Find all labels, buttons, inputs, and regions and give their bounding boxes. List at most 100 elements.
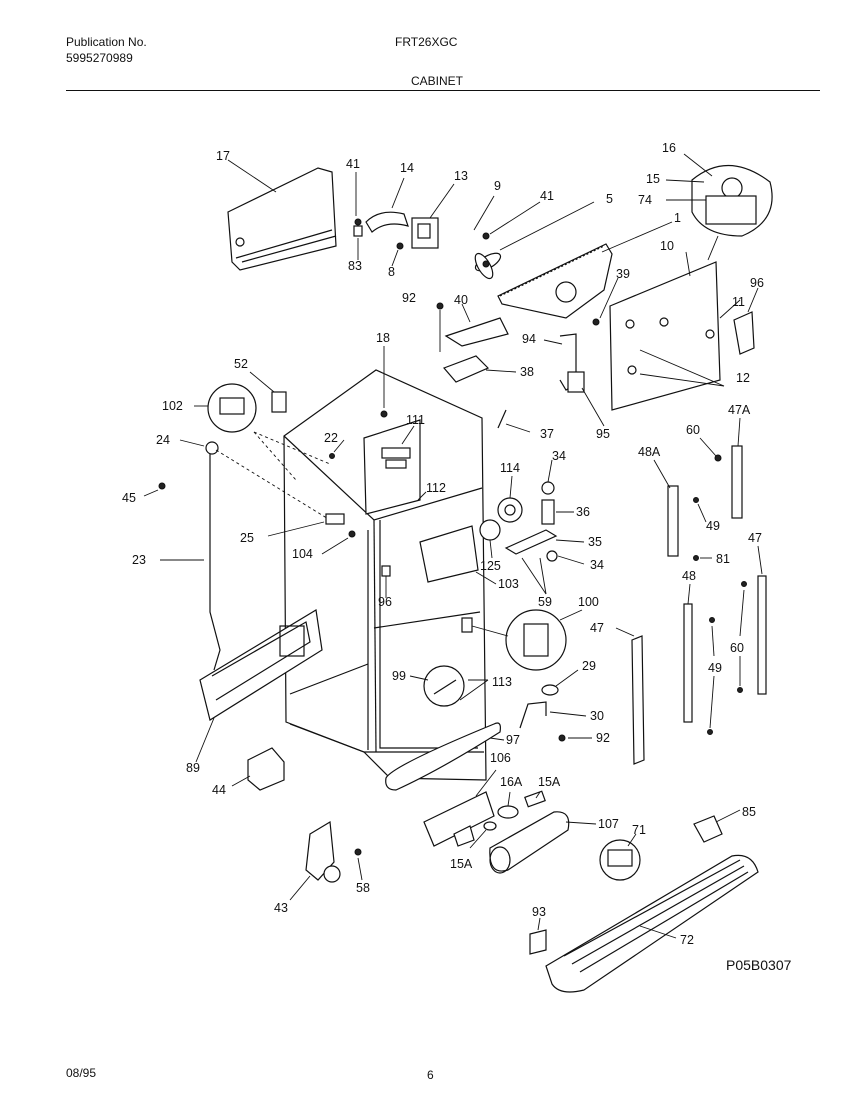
callout-22: 22 (324, 431, 338, 445)
bracket-14 (365, 177, 409, 233)
callout-60b: 60 (730, 641, 744, 655)
fan-blade-5 (474, 201, 595, 280)
callout-16a: 16A (500, 775, 523, 789)
hinge-rod-23-24 (160, 439, 331, 671)
callout-35: 35 (588, 535, 602, 549)
cover-96-top (733, 287, 759, 355)
callout-34b: 34 (590, 558, 604, 572)
callout-104: 104 (292, 547, 313, 561)
callout-49b: 49 (708, 661, 722, 675)
leveling-leg-44 (231, 747, 285, 791)
callout-102: 102 (162, 399, 183, 413)
callout-9: 9 (494, 179, 501, 193)
callout-60: 60 (686, 423, 700, 437)
callout-41: 41 (346, 157, 360, 171)
callout-95: 95 (596, 427, 610, 441)
callout-12: 12 (736, 371, 750, 385)
callout-112: 112 (426, 481, 446, 495)
section-title: CABINET (411, 74, 464, 88)
callout-59: 59 (538, 595, 552, 609)
callout-29: 29 (582, 659, 596, 673)
callout-96b: 96 (378, 595, 392, 609)
screws-45-22-25 (143, 439, 356, 555)
callout-106: 106 (490, 751, 511, 765)
drawing-code: P05B0307 (726, 957, 792, 973)
callout-24: 24 (156, 433, 170, 447)
part-18-37 (380, 346, 531, 433)
control-panel-111 (363, 419, 427, 515)
callout-34: 34 (552, 449, 566, 463)
crisper-light-97 (385, 722, 505, 791)
callout-111: 111 (406, 413, 425, 427)
callout-40: 40 (454, 293, 468, 307)
callout-38: 38 (520, 365, 534, 379)
callout-36: 36 (576, 505, 590, 519)
fan-motor-13 (411, 183, 455, 249)
callout-113: 113 (492, 675, 512, 689)
page-number: 6 (427, 1068, 434, 1082)
callout-92: 92 (402, 291, 416, 305)
callout-125: 125 (480, 559, 501, 573)
callout-81: 81 (716, 552, 730, 566)
callout-14: 14 (400, 161, 414, 175)
callout-97: 97 (506, 733, 520, 747)
callout-15: 15 (646, 172, 660, 186)
callout-94: 94 (522, 332, 536, 346)
callout-83: 83 (348, 259, 362, 273)
callout-47c: 47 (590, 621, 604, 635)
callout-48a: 48A (638, 445, 661, 459)
callout-37: 37 (540, 427, 554, 441)
model-number: FRT26XGC (395, 35, 458, 49)
callout-23: 23 (132, 553, 146, 567)
callout-25: 25 (240, 531, 254, 545)
callout-1: 1 (674, 211, 681, 225)
callout-44: 44 (212, 783, 226, 797)
callout-45: 45 (122, 491, 136, 505)
part-96-lower (381, 565, 391, 598)
footer-date: 08/95 (66, 1066, 97, 1080)
callout-85: 85 (742, 805, 756, 819)
callout-8: 8 (388, 265, 395, 279)
callout-10: 10 (660, 239, 674, 253)
publication-label: Publication No. (66, 35, 147, 49)
screw-39 (592, 277, 619, 326)
shelf-supports-47-48-49-60-81 (615, 417, 767, 765)
handle-tube-107 (489, 811, 597, 874)
header-rule (66, 90, 820, 91)
callout-30: 30 (590, 709, 604, 723)
callout-49: 49 (706, 519, 720, 533)
machine-cover-89 (195, 609, 323, 763)
damper-40-38 (436, 302, 517, 383)
callout-15a: 15A (538, 775, 561, 789)
door-parts-106-16a-15a (423, 769, 546, 849)
callout-107: 107 (598, 817, 619, 831)
callout-47a: 47A (728, 403, 751, 417)
callout-48: 48 (682, 569, 696, 583)
callout-41b: 41 (540, 189, 554, 203)
light-assembly-99-113 (409, 665, 489, 707)
callout-71: 71 (632, 823, 646, 837)
callout-11: 11 (732, 295, 745, 309)
callout-18: 18 (376, 331, 390, 345)
callout-43: 43 (274, 901, 288, 915)
light-socket-100 (461, 609, 583, 671)
callout-96: 96 (750, 276, 764, 290)
callout-47: 47 (748, 531, 762, 545)
callout-13: 13 (454, 169, 468, 183)
roller-43-58 (289, 820, 363, 901)
evaporator-cover-17 (227, 159, 337, 271)
bulb-52 (249, 371, 287, 413)
callout-100: 100 (578, 595, 599, 609)
shelf-103 (419, 525, 497, 585)
callout-16: 16 (662, 141, 676, 155)
callout-5: 5 (606, 192, 613, 206)
callout-99: 99 (392, 669, 406, 683)
small-parts-41-83-8 (353, 172, 541, 267)
handle-72-71-85-93 (529, 809, 759, 993)
callout-17: 17 (216, 149, 230, 163)
parts-29-30-92 (519, 669, 592, 742)
evaporator-support-10 (609, 251, 741, 411)
publication-number: 5995270989 (66, 51, 133, 65)
callout-74: 74 (638, 193, 652, 207)
